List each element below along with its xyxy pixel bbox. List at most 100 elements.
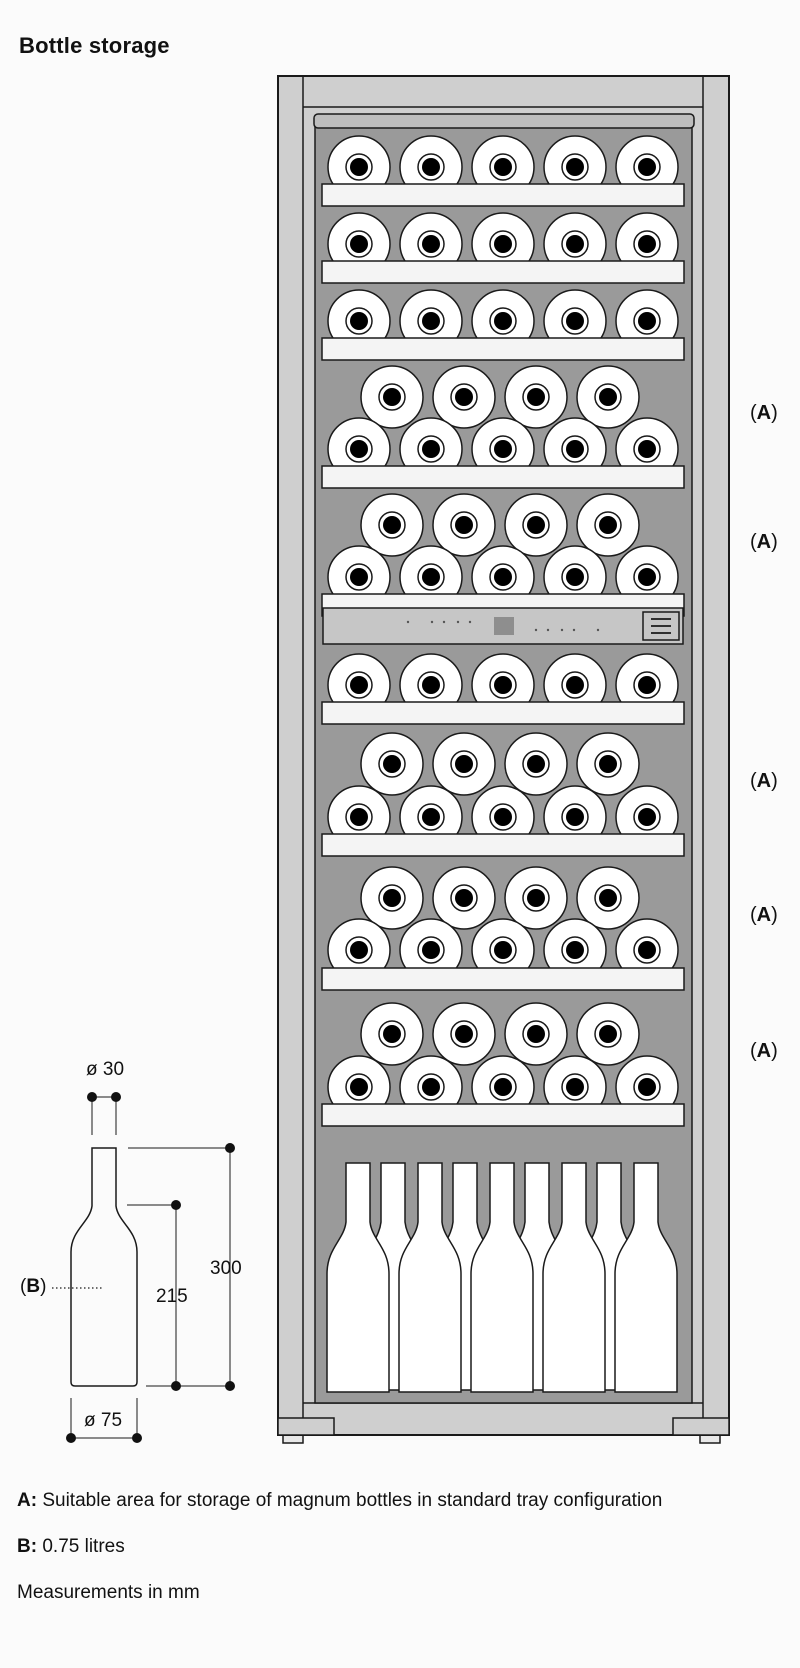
bottle-cork [599, 388, 617, 406]
legend-item-b: B: 0.75 litres [17, 1536, 125, 1558]
bottle-end [471, 135, 535, 199]
control-panel-dot [534, 628, 538, 632]
bottle-cork [494, 312, 512, 330]
shelf [321, 1103, 685, 1127]
bottle-end [543, 212, 607, 276]
bottle-end [543, 1055, 607, 1119]
bottle-cork [599, 889, 617, 907]
bottle-end [615, 135, 679, 199]
total-height-label: 300 [210, 1258, 242, 1279]
bottle-cork [494, 235, 512, 253]
area-marker-a: (A) [750, 402, 778, 424]
bottle-cork [599, 516, 617, 534]
bottle-cork [455, 889, 473, 907]
bottle-end [327, 653, 391, 717]
dimension-dot [66, 1433, 76, 1443]
area-marker-a: (A) [750, 1040, 778, 1062]
legend-text: Suitable area for storage of magnum bott… [42, 1490, 663, 1511]
bottle-end [360, 1002, 424, 1066]
units-note: Measurements in mm [17, 1582, 200, 1603]
shoulder-height-label: 215 [156, 1286, 188, 1307]
bottle-label-b: (B) [20, 1276, 47, 1297]
bottle-end [399, 417, 463, 481]
bottle-end [615, 417, 679, 481]
bottle-end [432, 365, 496, 429]
shelf [321, 183, 685, 207]
bottle-cork [422, 676, 440, 694]
bottle-cork [422, 235, 440, 253]
bottle-end [615, 918, 679, 982]
bottle-end [615, 653, 679, 717]
legend-key: B: [17, 1536, 38, 1557]
legend-text: 0.75 litres [42, 1536, 125, 1557]
bottle-end [399, 212, 463, 276]
shelf [321, 967, 685, 991]
bottle-cork [455, 388, 473, 406]
bottle-end [543, 417, 607, 481]
bottle-end [543, 135, 607, 199]
bottle-cork [383, 755, 401, 773]
bottle-end [471, 918, 535, 982]
bottle-end [360, 866, 424, 930]
bottle-cork [527, 388, 545, 406]
bottle-cork [383, 516, 401, 534]
bottle-end [543, 653, 607, 717]
bottle-cork [350, 440, 368, 458]
bottle-end [432, 732, 496, 796]
bottle-end [399, 545, 463, 609]
bottle-cork [455, 755, 473, 773]
bottle-cork [494, 676, 512, 694]
bottle-cork [350, 676, 368, 694]
dimension-dot [87, 1092, 97, 1102]
plinth-block-left [277, 1417, 335, 1436]
neck-diameter-label: ø 30 [86, 1059, 125, 1080]
page-title: Bottle storage [19, 33, 170, 58]
bottle-end [576, 732, 640, 796]
bottle-end [360, 493, 424, 557]
bottle-cork [422, 568, 440, 586]
bottle-cork [422, 1078, 440, 1096]
bottle-end [504, 732, 568, 796]
shelf [321, 337, 685, 361]
upright-bottle [470, 1162, 534, 1393]
bottle-end [432, 866, 496, 930]
bottle-cork [566, 158, 584, 176]
bottle-cork [422, 312, 440, 330]
bottle-end [327, 545, 391, 609]
bottle-cork [350, 568, 368, 586]
top-handle-bar [313, 113, 695, 129]
legend-item-a: A: Suitable area for storage of magnum b… [17, 1490, 662, 1512]
bottle-cork [566, 568, 584, 586]
plinth-block-right [672, 1417, 730, 1436]
shelf [321, 833, 685, 857]
upright-bottles [326, 1162, 678, 1393]
bottle-cork [350, 312, 368, 330]
bottle-end [471, 653, 535, 717]
bottle-end [399, 918, 463, 982]
bottle-cork [566, 941, 584, 959]
cabinet-foot-left [282, 1434, 304, 1444]
dimension-dot [111, 1092, 121, 1102]
shelf [321, 260, 685, 284]
bottle-end [327, 135, 391, 199]
menu-icon[interactable] [642, 611, 680, 641]
bottle-end [615, 785, 679, 849]
bottle-end [399, 289, 463, 353]
bottle-cork [350, 235, 368, 253]
bottle-cork [638, 941, 656, 959]
legend-key: A: [17, 1490, 38, 1511]
bottle-cork [422, 941, 440, 959]
bottle-end [615, 545, 679, 609]
bottle-end [432, 1002, 496, 1066]
bottle-cork [638, 158, 656, 176]
cabinet-foot-right [699, 1434, 721, 1444]
upright-bottle [542, 1162, 606, 1393]
bottle-cork [350, 808, 368, 826]
bottle-cork [566, 312, 584, 330]
bottle-cork [638, 808, 656, 826]
bottle-cork [566, 440, 584, 458]
bottle-end [399, 785, 463, 849]
control-panel-dot [572, 628, 576, 632]
control-panel [322, 607, 684, 645]
